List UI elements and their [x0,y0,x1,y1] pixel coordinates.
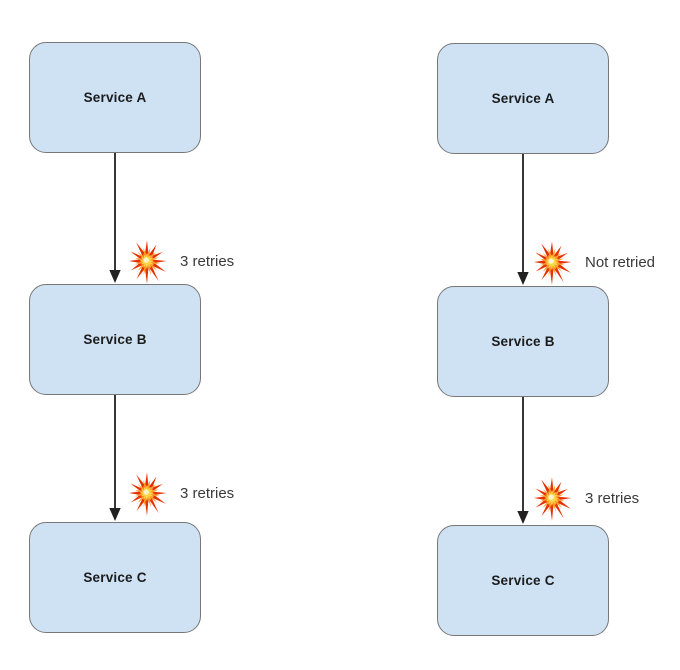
explosion-icon [533,477,572,521]
node-right-service-c: Service C [437,525,609,636]
node-label: Service A [83,90,147,105]
node-left-service-c: Service C [29,522,201,633]
explosion-icon [128,472,167,516]
node-left-service-b: Service B [29,284,201,395]
node-label: Service C [491,573,555,588]
edge-label: Not retried [585,253,656,271]
node-right-service-b: Service B [437,286,609,397]
edge-annotation-right-a-b: Not retried [529,239,655,285]
node-label: Service C [83,570,147,585]
node-label: Service B [83,332,147,347]
edge-label: 3 retries [180,484,235,502]
edge-annotation-left-b-c: 3 retries [124,470,234,516]
edge-annotation-left-a-b: 3 retries [124,238,234,284]
node-label: Service B [491,334,555,349]
explosion-icon [533,241,572,285]
edge-label: 3 retries [180,252,235,270]
node-label: Service A [491,91,555,106]
node-right-service-a: Service A [437,43,609,154]
node-left-service-a: Service A [29,42,201,153]
edge-annotation-right-b-c: 3 retries [529,475,639,521]
edge-label: 3 retries [585,489,640,507]
explosion-icon [128,240,167,284]
